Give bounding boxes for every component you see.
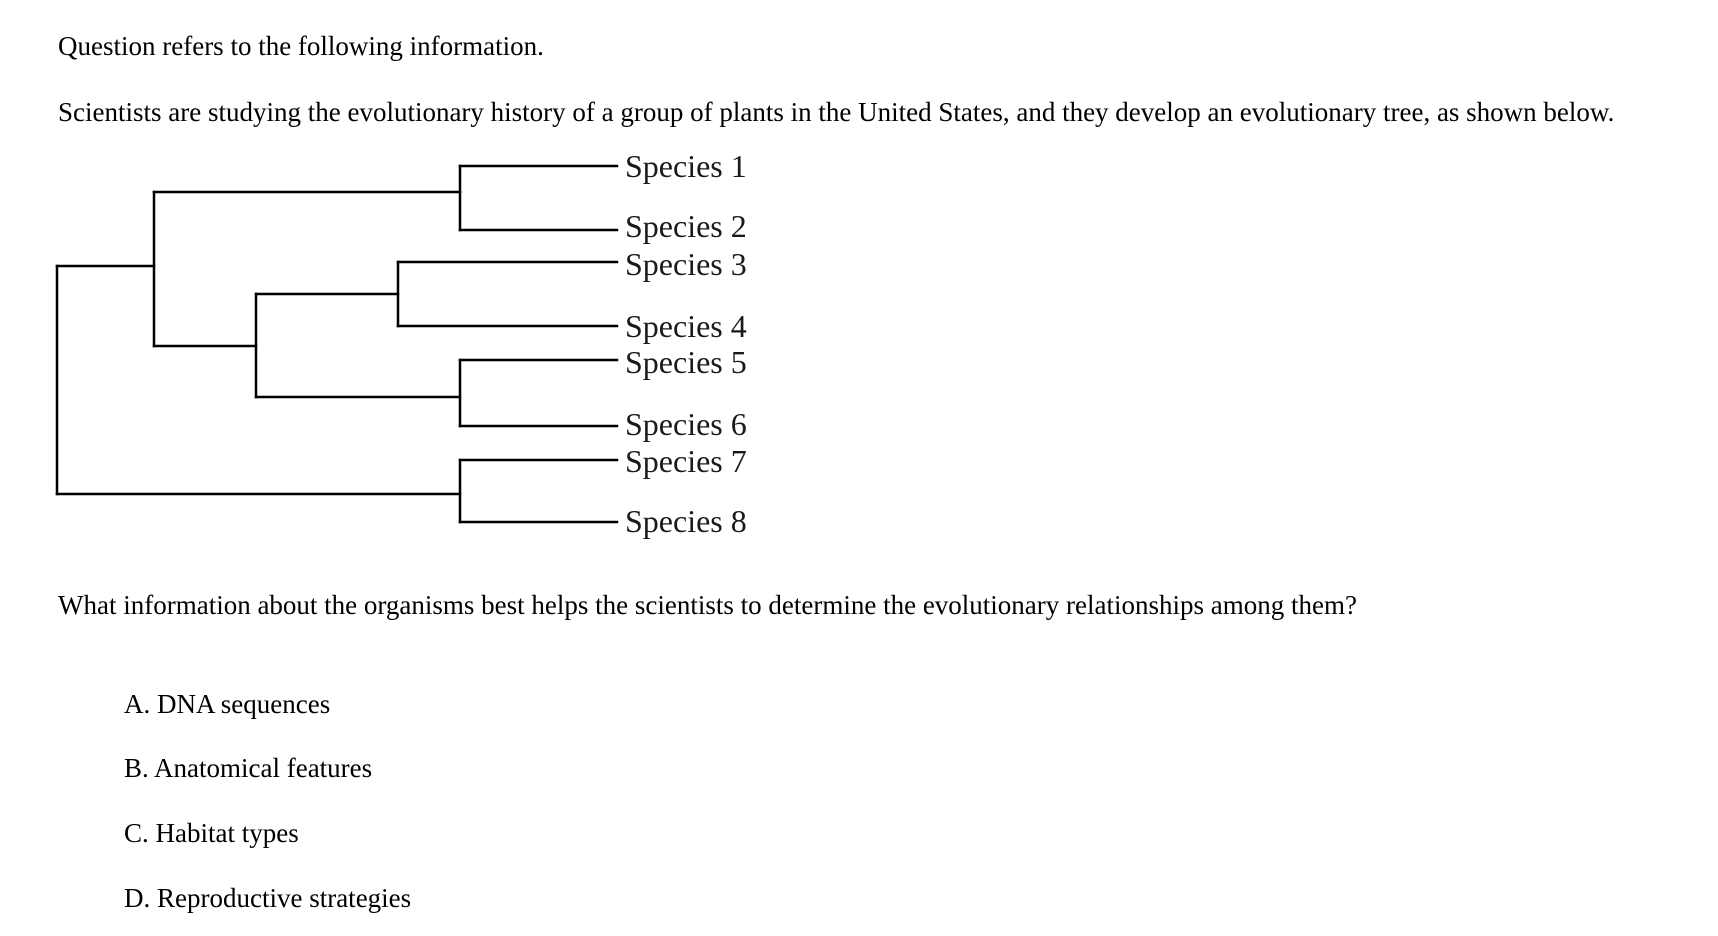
answer-choice-d[interactable]: D. Reproductive strategies bbox=[124, 883, 412, 913]
species-label-2: Species 2 bbox=[625, 208, 747, 244]
question-text: What information about the organisms bes… bbox=[58, 590, 1357, 620]
species-label-4: Species 4 bbox=[625, 308, 747, 344]
answer-choice-c[interactable]: C. Habitat types bbox=[124, 818, 299, 848]
species-label-1: Species 1 bbox=[625, 148, 747, 184]
species-label-8: Species 8 bbox=[625, 503, 747, 539]
answer-choice-a[interactable]: A. DNA sequences bbox=[124, 689, 331, 719]
species-label-7: Species 7 bbox=[625, 443, 747, 479]
question-stem: Scientists are studying the evolutionary… bbox=[58, 97, 1615, 127]
evolutionary-tree: Species 1 Species 2 Species 3 Species 4 … bbox=[55, 148, 747, 539]
species-label-5: Species 5 bbox=[625, 344, 747, 380]
answer-choice-b[interactable]: B. Anatomical features bbox=[124, 753, 373, 783]
intro-text: Question refers to the following informa… bbox=[58, 31, 544, 61]
species-label-3: Species 3 bbox=[625, 246, 747, 282]
species-label-6: Species 6 bbox=[625, 406, 747, 442]
